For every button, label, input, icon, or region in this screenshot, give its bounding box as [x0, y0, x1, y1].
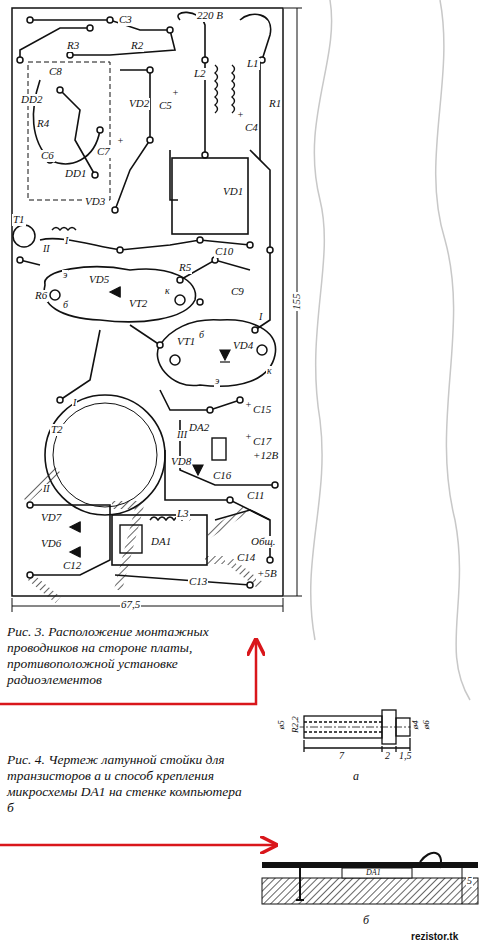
- part-label: R1: [268, 98, 282, 110]
- part-label: DA2: [188, 422, 210, 434]
- winding-number: II: [42, 244, 51, 255]
- part-label: VD3: [84, 196, 106, 208]
- part-label: DA1: [365, 869, 382, 877]
- voltage-label: 220 В: [196, 10, 224, 22]
- part-label: C16: [212, 470, 232, 482]
- part-label: R2: [130, 40, 144, 52]
- dimension: 2: [384, 751, 391, 762]
- dimension: ø4: [411, 719, 420, 730]
- transformer-t2-inner: [53, 403, 157, 507]
- part-label: C11: [246, 490, 266, 502]
- part-label: VT2: [128, 298, 148, 310]
- part-label: C3: [118, 14, 133, 26]
- part-label: VD7: [40, 512, 62, 524]
- polarity-mark: +: [116, 136, 125, 147]
- part-label: R4: [36, 118, 50, 130]
- dimension-lines: [12, 8, 302, 612]
- winding-number: III: [176, 430, 188, 441]
- part-label: R6: [34, 290, 48, 302]
- part-label: L2: [193, 68, 207, 80]
- pin-letter: б: [62, 300, 69, 311]
- part-label: T2: [50, 424, 64, 436]
- hatched-wire: [25, 470, 260, 600]
- figure-letter: б: [362, 914, 370, 927]
- pin-letter: э: [62, 270, 68, 281]
- paper-edge: [311, 0, 470, 700]
- voltage-label: +12В: [252, 450, 279, 462]
- part-label: C17: [252, 436, 272, 448]
- part-label: C13: [188, 576, 208, 588]
- dimension: 155: [291, 293, 303, 312]
- dimension: R2,2: [291, 715, 300, 734]
- part-label: VT1: [176, 336, 196, 348]
- figure-caption: Рис. 4. Чертеж латунной стойки для транз…: [6, 752, 248, 816]
- part-label: C8: [48, 66, 63, 78]
- part-label: C6: [40, 150, 55, 162]
- standoff-drawing: [296, 710, 418, 752]
- part-label: VD5: [88, 274, 110, 286]
- part-label: T1: [12, 214, 26, 226]
- terminal-label: Общ.: [250, 536, 277, 548]
- dimension: 5: [466, 876, 473, 887]
- part-label: C7: [96, 146, 111, 158]
- part-label: C4: [244, 122, 259, 134]
- dimension: 67,5: [120, 599, 141, 611]
- pin-letter: к: [266, 366, 273, 377]
- part-label: L3: [176, 508, 190, 520]
- figure-caption: Рис. 3. Расположение монтажных проводник…: [6, 624, 248, 688]
- board-outline: [12, 8, 283, 596]
- polarity-mark: +: [236, 110, 245, 121]
- dimension: ø6: [422, 719, 431, 730]
- pads: [17, 17, 278, 588]
- part-label: R5: [178, 262, 192, 274]
- part-label: R3: [66, 40, 80, 52]
- winding-number: I: [64, 236, 69, 247]
- transformer-t2: [45, 395, 165, 515]
- part-label: VD1: [222, 186, 244, 198]
- part-label: C9: [230, 286, 245, 298]
- watermark: rezistor.tk: [410, 932, 459, 943]
- part-label: C10: [214, 246, 234, 258]
- winding-number: II: [42, 484, 51, 495]
- red-arrow: [0, 844, 276, 847]
- pin-letter: б: [198, 330, 205, 341]
- chip-tab: [120, 525, 142, 553]
- part-label: C5: [158, 100, 173, 112]
- part-label: VD8: [170, 456, 192, 468]
- chip-outline: [212, 438, 226, 460]
- polarity-mark: +: [171, 88, 180, 99]
- part-label: DD2: [20, 94, 43, 106]
- pin-letter: э: [214, 376, 220, 387]
- winding-number: I: [72, 398, 77, 409]
- chip-outline: [112, 515, 207, 565]
- part-label: C12: [62, 560, 82, 572]
- figure-letter: а: [352, 770, 360, 783]
- mounting-holes: [50, 290, 267, 365]
- dimension: 1,5: [398, 751, 413, 762]
- dimension: 7: [338, 751, 345, 762]
- voltage-label: +5В: [256, 568, 278, 580]
- bridge-outline: [172, 158, 248, 234]
- transformer-t1: [13, 225, 35, 247]
- traces: [20, 12, 276, 585]
- part-label: C14: [236, 552, 256, 564]
- part-label: VD2: [128, 98, 150, 110]
- coil-symbol: [52, 65, 235, 520]
- part-label: L1: [246, 58, 260, 70]
- part-label: VD6: [40, 538, 62, 550]
- part-label: DD1: [64, 168, 87, 180]
- part-label: C15: [252, 404, 272, 416]
- part-label: VD4: [232, 340, 254, 352]
- part-label: DA1: [150, 536, 172, 548]
- diode-symbol: [70, 287, 230, 557]
- pin-letter: к: [164, 286, 171, 297]
- mounting-drawing: [262, 853, 478, 904]
- winding-number: I: [258, 312, 263, 323]
- dimension: ø5: [277, 719, 286, 730]
